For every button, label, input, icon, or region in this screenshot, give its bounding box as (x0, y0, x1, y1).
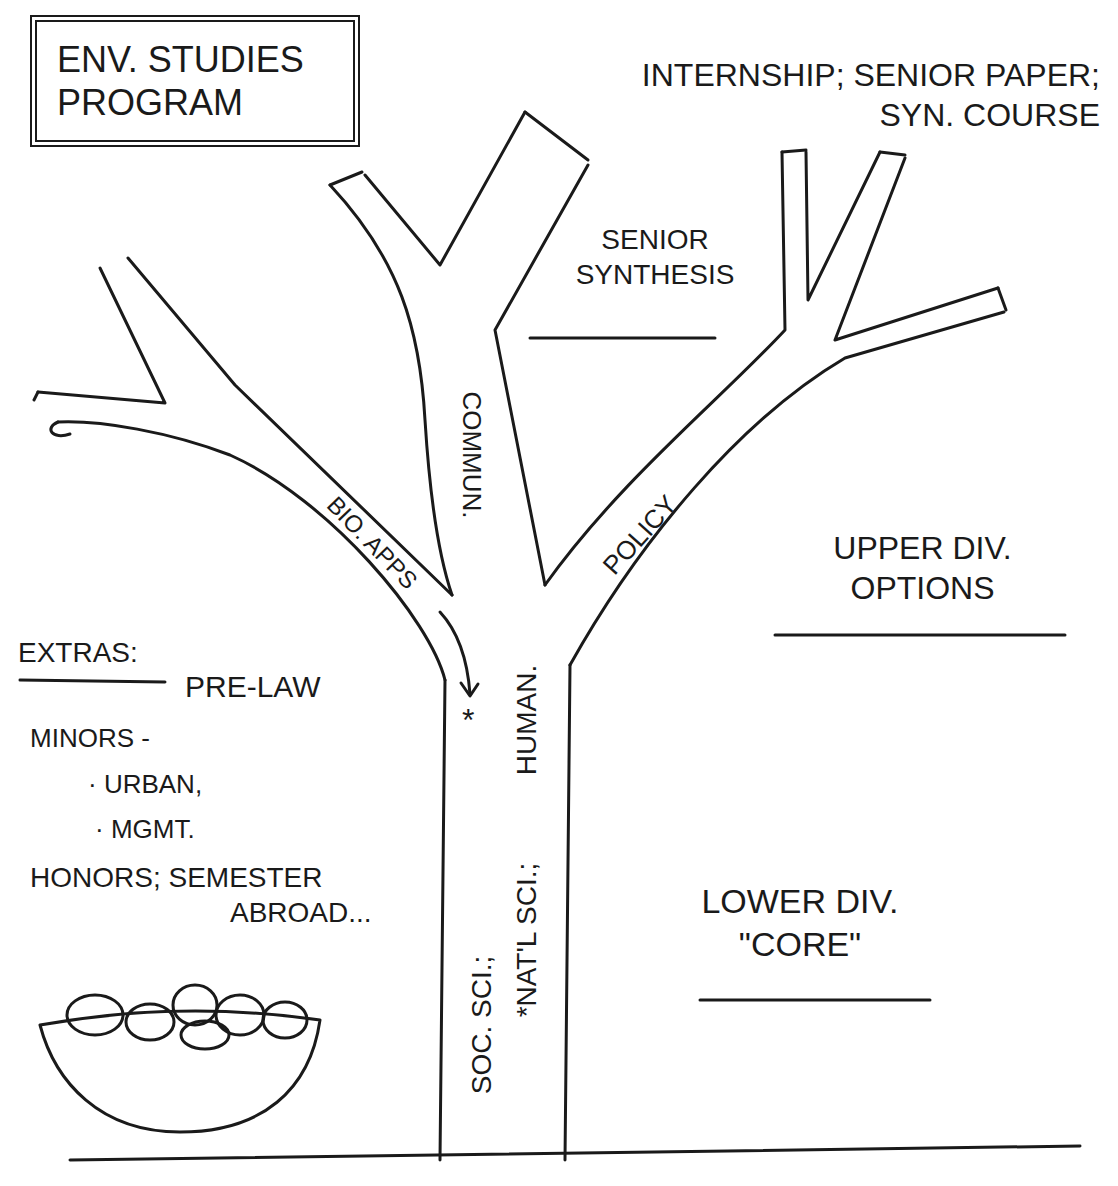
branch-label: BIO. APPS (320, 490, 423, 595)
branch-edge (128, 258, 452, 595)
trunk-label: HUMAN. (509, 665, 544, 775)
apple (126, 1004, 174, 1040)
trunk-label: *NAT'L SCI.; (509, 863, 544, 1018)
title-text: ENV. STUDIES PROGRAM (57, 38, 333, 124)
trunk-edge (440, 680, 445, 1160)
branch-edge (570, 312, 1004, 665)
section-heading: LOWER DIV. "CORE" (650, 880, 950, 965)
branch-tip (51, 422, 70, 436)
branch-label: POLICY (596, 489, 684, 582)
underline (775, 634, 1065, 637)
ground-line (70, 1146, 1080, 1160)
asterisk-mark: * (462, 700, 474, 740)
extra-item: · URBAN, (88, 768, 202, 801)
underline (20, 680, 165, 682)
apple (67, 995, 123, 1035)
branch-tip (782, 150, 806, 152)
branch-tip (34, 392, 38, 400)
apple (181, 1021, 229, 1049)
extra-item: PRE-LAW (185, 668, 321, 706)
underline (700, 999, 930, 1002)
extra-item: HONORS; SEMESTER ABROAD... (30, 860, 430, 930)
branch-edge (545, 152, 785, 585)
extra-item: MINORS - (30, 722, 150, 755)
branch-edge (806, 152, 880, 300)
trunk-label: SOC. SCI.; (464, 956, 499, 1094)
leader-arrow (440, 612, 470, 694)
section-heading: SENIOR SYNTHESIS (560, 222, 750, 292)
branch-label: COMMUN. (456, 391, 489, 518)
arrow-head (461, 683, 478, 696)
note-text: INTERNSHIP; SENIOR PAPER; SYN. COURSE (580, 55, 1100, 135)
section-heading: UPPER DIV. OPTIONS (775, 528, 1070, 608)
bowl (40, 1011, 320, 1132)
branch-tip (880, 152, 905, 155)
branch-tip (998, 288, 1006, 310)
branch-edge (365, 112, 525, 265)
title-box: ENV. STUDIES PROGRAM (30, 15, 360, 147)
apple (216, 995, 264, 1035)
apple (173, 985, 217, 1025)
branch-edge (495, 165, 588, 585)
branch-edge (835, 158, 998, 340)
branch-edge (38, 268, 165, 403)
branch-tip (525, 112, 588, 160)
branch-tip (330, 172, 362, 185)
extra-item: · MGMT. (95, 813, 195, 846)
section-heading: EXTRAS: (18, 635, 138, 670)
underline (530, 337, 715, 340)
apple (263, 1002, 307, 1038)
trunk-edge (565, 665, 570, 1160)
